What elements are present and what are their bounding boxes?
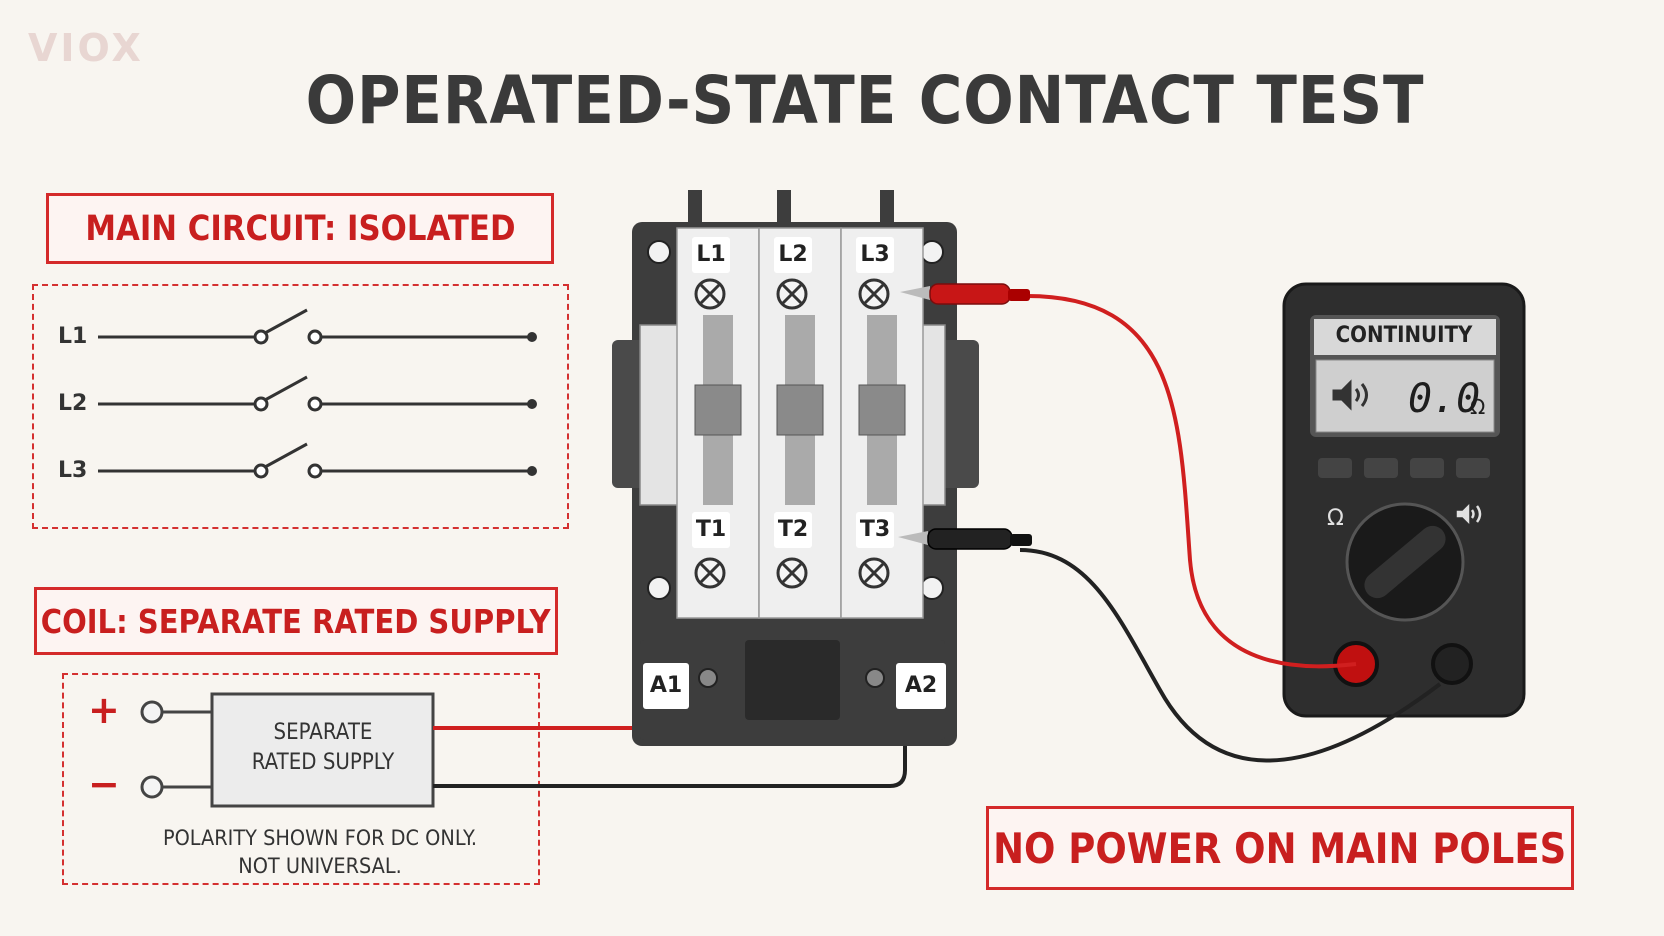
terminal-tag-l3: L3 [856,237,894,273]
multimeter [1282,282,1526,718]
terminal-tag-t2: T2 [774,512,812,548]
meter-mode-label: CONTINUITY [1335,323,1473,348]
com-input-jack [1431,643,1473,685]
page-title: OPERATED-STATE CONTACT TEST [305,62,1425,139]
continuity-icon [1456,503,1482,525]
viox-logo: VIOX [28,26,144,70]
terminal-tag-t1: T1 [692,512,730,548]
polarity-note: POLARITY SHOWN FOR DC ONLY. NOT UNIVERSA… [118,824,523,880]
terminal-tag-a2: A2 [896,663,946,709]
main-circuit-label: MAIN CIRCUIT: ISOLATED [46,193,554,264]
speaker-icon [1332,379,1368,411]
meter-reading: 0.0 [1408,376,1481,422]
minus-sign: − [88,762,120,806]
main-line-label: L3 [58,458,88,483]
separate-rated-supply-box [210,692,435,808]
coil-negative-wire [433,690,907,788]
red-test-lead [1026,294,1357,669]
contactor [612,190,979,746]
supply-box-text: SEPARATE RATED SUPPLY [224,718,422,778]
supply-line-2: RATED SUPPLY [251,750,395,775]
terminal-tag-t3: T3 [856,512,894,548]
note-line-2: NOT UNIVERSAL. [238,854,402,878]
no-power-warning: NO POWER ON MAIN POLES [986,806,1574,890]
red-probe [900,283,1030,305]
note-line-1: POLARITY SHOWN FOR DC ONLY. [162,826,478,850]
coil-supply-frame [62,673,540,885]
plus-sign: + [88,688,120,732]
main-line-label: L1 [58,324,88,349]
dial-ohm-label: Ω [1327,506,1344,531]
meter-unit: Ω [1470,395,1486,419]
main-line-label: L2 [58,391,88,416]
black-probe [898,528,1032,550]
supply-line-1: SEPARATE [273,720,373,745]
terminal-tag-l1: L1 [692,237,730,273]
coil-supply-label: COIL: SEPARATE RATED SUPPLY [34,587,558,655]
isolated-switch-l2 [98,375,537,412]
isolated-switch-l3 [98,442,537,479]
main-circuit-frame [32,284,569,529]
terminal-tag-l2: L2 [774,237,812,273]
isolated-switch-l1 [98,308,537,345]
terminal-tag-a1: A1 [643,663,689,709]
coil-supply-circuit [140,688,907,808]
black-test-lead [1019,548,1442,763]
